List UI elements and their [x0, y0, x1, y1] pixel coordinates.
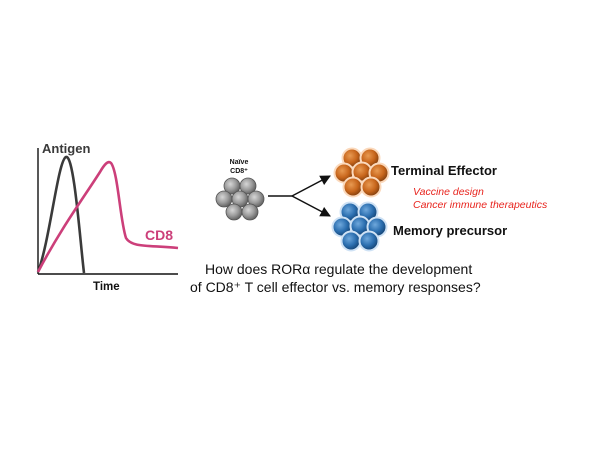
naive-cell: [239, 177, 257, 195]
memory-precursor-label: Memory precursor: [393, 223, 507, 238]
naive-label-line2: CD8⁺: [230, 168, 248, 175]
terminal-effector-cluster: Terminal Effector: [333, 147, 497, 198]
differentiation-arrows: [268, 175, 331, 217]
terminal-effector-label: Terminal Effector: [391, 163, 497, 178]
memory-cell: [358, 230, 380, 252]
antigen-label: Antigen: [42, 141, 90, 156]
application-vaccine-design: Vaccine design: [413, 186, 484, 198]
memory-cell: [340, 230, 362, 252]
research-question: How does RORα regulate the development o…: [190, 261, 481, 295]
naive-cell: [241, 203, 259, 221]
memory-precursor-cluster: Memory precursor: [331, 201, 507, 252]
effector-cell: [342, 176, 364, 198]
naive-cell: [225, 203, 243, 221]
question-line2: of CD8⁺ T cell effector vs. memory respo…: [190, 279, 481, 295]
naive-cell: [215, 190, 233, 208]
arrow-to-memory: [291, 195, 331, 217]
effector-cell: [360, 176, 382, 198]
application-cancer-immunotherapeutics: Cancer immune therapeutics: [413, 199, 548, 211]
cd8-label: CD8: [145, 227, 173, 243]
naive-label-line1: Naïve: [230, 159, 249, 166]
arrow-to-effector: [291, 175, 331, 197]
question-line1: How does RORα regulate the development: [205, 261, 472, 277]
time-label: Time: [93, 281, 120, 293]
naive-cd8-cell-cluster: Naïve CD8⁺: [215, 159, 265, 221]
antigen-curve: [36, 155, 86, 274]
applications: Vaccine design Cancer immune therapeutic…: [413, 186, 548, 211]
kinetics-graph: Antigen CD8 Time: [36, 141, 179, 293]
cd8-curve: [36, 160, 179, 273]
